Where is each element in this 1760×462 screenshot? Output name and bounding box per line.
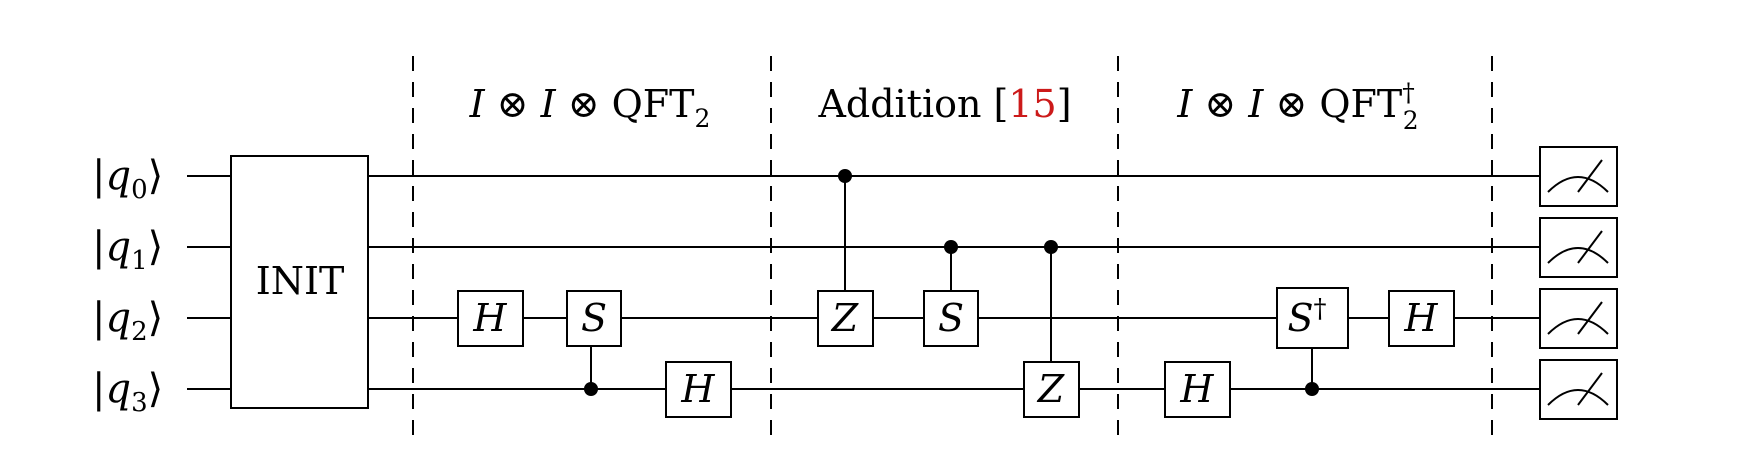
init-box [230,155,369,409]
gate-label: H [680,367,715,411]
gates: H S H Z S Z H S† [457,287,1455,418]
gate-label: H [1179,367,1214,411]
gate-h-q2-qft: H [457,290,524,347]
control-dot-z-add [838,169,852,183]
control-dot-s-qft [584,382,598,396]
gate-label: S [938,296,964,340]
section-separators [412,56,1493,438]
qubit-label-q0: |q0⟩ [92,153,163,205]
gate-label: S [581,296,607,340]
section-header-addition: Addition [15] [817,82,1071,126]
gate-sdg-q2-iqft: S† [1276,287,1349,349]
gate-label: H [1403,296,1438,340]
qubit-wires [187,175,1540,390]
section-header-inverse-qft: I ⊗ I ⊗ QFT†2 [1176,78,1418,135]
gate-label: Z [1037,367,1065,411]
gate-s-q2-qft: S [566,290,622,347]
measurement-q2 [1539,288,1618,349]
gate-z-q3-add: Z [1023,361,1080,418]
measurement-q3 [1539,359,1618,420]
control-dot-s-add [944,240,958,254]
gate-label: S† [1287,294,1326,340]
section-header-qft: I ⊗ I ⊗ QFT2 [469,82,711,133]
gate-s-q2-add: S [923,290,979,347]
measurement-q1 [1539,217,1618,278]
gate-label: Z [831,296,859,340]
qubit-label-q2: |q2⟩ [92,295,163,347]
measurements [1539,146,1618,420]
gate-h-q3-iqft: H [1164,361,1231,418]
qubit-labels: |q0⟩ |q1⟩ |q2⟩ |q3⟩ [92,153,163,418]
gate-z-q2-add: Z [817,290,874,347]
gate-h-q3-qft: H [665,361,732,418]
gate-h-q2-iqft: H [1388,290,1455,347]
init-label: INIT [256,259,345,303]
init-block: INIT [230,155,369,409]
control-dot-sdg-iqft [1305,382,1319,396]
gate-label: H [472,296,507,340]
controls [584,169,1319,396]
qubit-label-q1: |q1⟩ [92,224,163,276]
control-dot-z-q3-add [1044,240,1058,254]
qubit-label-q3: |q3⟩ [92,366,163,418]
measurement-q0 [1539,146,1618,207]
